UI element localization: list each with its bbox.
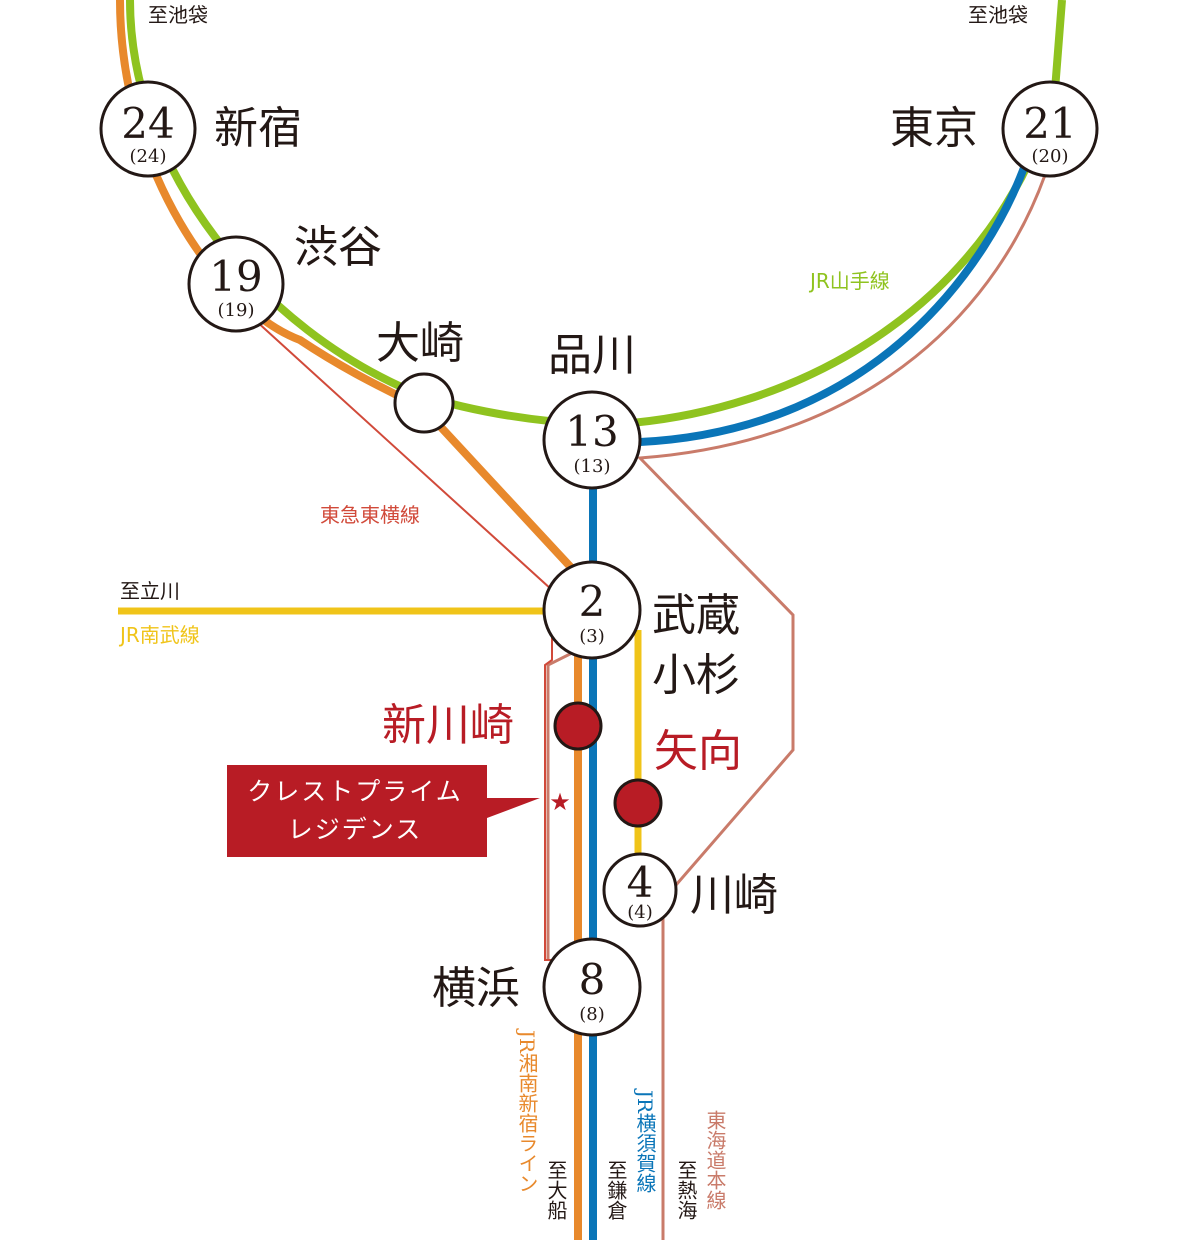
yokosuka-label: JR横須賀線: [633, 1088, 657, 1193]
station-musashikosugi[interactable]: 2 (3): [542, 560, 642, 660]
mukaigawara-label: 矢向: [654, 726, 742, 777]
toyoko-line: [254, 319, 578, 961]
shinagawa-minutes-alt: (13): [574, 456, 611, 477]
kawasaki-minutes: 4: [627, 858, 654, 907]
property-name-line1: クレストプライム: [247, 777, 463, 806]
musashikosugi-label-2: 小杉: [652, 650, 740, 701]
shinjuku-minutes-alt: (24): [130, 146, 167, 167]
shibuya-label: 渋谷: [294, 222, 382, 273]
station-mukaigawara[interactable]: [613, 778, 663, 828]
toyoko-label: 東急東横線: [320, 503, 420, 527]
tokyo-minutes-alt: (20): [1032, 146, 1069, 167]
station-shibuya[interactable]: 19 (19): [187, 235, 285, 333]
shinagawa-minutes: 13: [565, 407, 618, 456]
shonan-shinjuku-label: JR湘南新宿ライン: [515, 1028, 539, 1193]
kawasaki-label: 川崎: [690, 870, 778, 921]
tokaido-line: [636, 174, 1047, 1240]
shonan-shinjuku-line: [116, 0, 582, 1240]
station-yokohama[interactable]: 8 (8): [542, 937, 642, 1037]
station-tokyo[interactable]: 21 (20): [1001, 80, 1099, 178]
yamanote-label: JR山手線: [808, 269, 890, 293]
station-kawasaki[interactable]: 4 (4): [602, 852, 678, 928]
station-osaki[interactable]: [393, 372, 455, 434]
shinjuku-label: 新宿: [214, 103, 302, 154]
musashikosugi-label-1: 武蔵: [652, 590, 740, 641]
musashikosugi-minutes-alt: (3): [579, 626, 605, 647]
shinkawasaki-label: 新川崎: [382, 700, 514, 751]
kawasaki-minutes-alt: (4): [627, 902, 653, 923]
shinjuku-minutes: 24: [121, 99, 174, 148]
direction-tachikawa: 至立川: [120, 579, 180, 603]
yokohama-label: 横浜: [432, 963, 520, 1014]
direction-ikebukuro-left: 至池袋: [148, 3, 208, 27]
station-shinagawa[interactable]: 13 (13): [542, 390, 642, 490]
yokohama-minutes: 8: [579, 955, 606, 1004]
nambu-label: JR南武線: [118, 623, 200, 647]
tokaido-branch: [546, 648, 579, 960]
direction-kamakura: 至鎌倉: [604, 1160, 628, 1220]
property-callout[interactable]: クレストプライム レジデンス: [227, 765, 540, 857]
osaki-label: 大崎: [376, 318, 464, 369]
direction-atami: 至熱海: [674, 1160, 698, 1220]
property-name-line2: レジデンス: [288, 815, 423, 844]
yokosuka-line: [589, 163, 1029, 1240]
shibuya-minutes: 19: [209, 252, 262, 301]
tokyo-minutes: 21: [1023, 99, 1076, 148]
direction-ofuna: 至大船: [544, 1160, 568, 1220]
tokaido-label: 東海道本線: [703, 1110, 727, 1210]
direction-ikebukuro-right: 至池袋: [968, 3, 1028, 27]
yokohama-minutes-alt: (8): [579, 1004, 605, 1025]
musashikosugi-minutes: 2: [579, 577, 606, 626]
station-shinkawasaki[interactable]: [553, 701, 603, 751]
shinagawa-label: 品川: [548, 330, 636, 381]
property-star-icon: ★: [549, 788, 571, 816]
tokyo-label: 東京: [890, 103, 978, 154]
station-shinjuku[interactable]: 24 (24): [99, 80, 197, 178]
shibuya-minutes-alt: (19): [218, 300, 255, 321]
yamanote-line: [126, 0, 1066, 430]
